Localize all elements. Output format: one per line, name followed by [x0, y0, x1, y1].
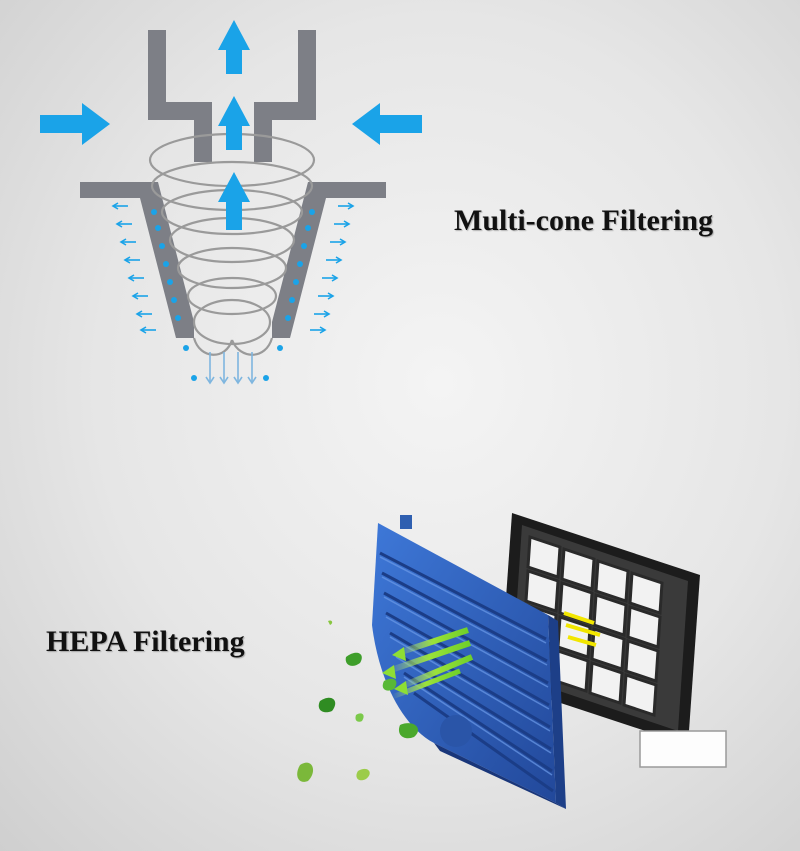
cyclone-cone-diagram	[40, 20, 422, 385]
downflow-arrows	[205, 352, 257, 385]
dust-particles	[151, 209, 315, 381]
cone-wall	[80, 182, 386, 338]
airflow-arrows	[382, 611, 601, 700]
multi-cone-caption: Multi-cone Filtering	[454, 204, 714, 237]
leaves	[297, 620, 419, 782]
label-card	[639, 730, 727, 768]
inflow-arrow-right	[352, 103, 422, 145]
multi-cone-section: Multi-cone Filtering	[0, 0, 800, 425]
hepa-caption: HEPA Filtering	[46, 625, 245, 658]
hepa-section: HEPA Filtering	[0, 425, 800, 851]
outlet-pipe	[148, 30, 316, 162]
inflow-arrow-left	[40, 103, 110, 145]
hepa-filter-illustration	[297, 513, 727, 809]
outflow-arrows-left	[111, 202, 156, 334]
upflow-arrow	[218, 20, 250, 230]
outflow-arrows-right	[310, 202, 355, 334]
